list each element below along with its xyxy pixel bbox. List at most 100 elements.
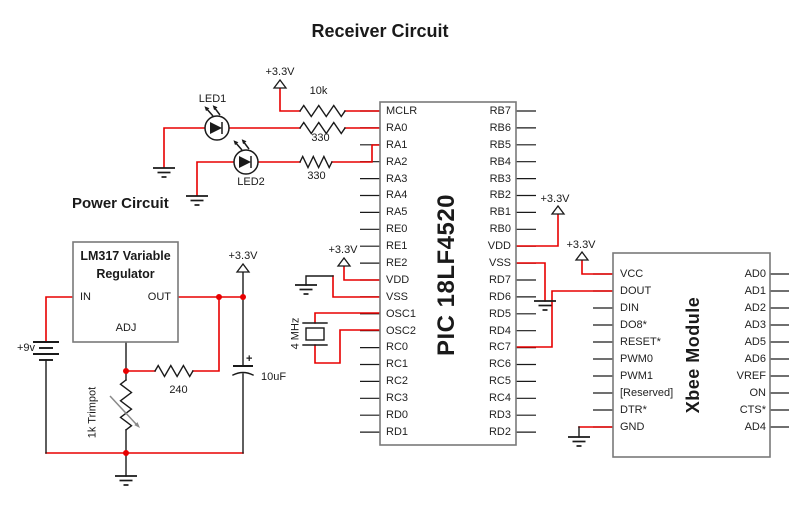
resistor-240-label: 240 [169,384,188,396]
crystal-label: 4 MHz [289,317,302,350]
power-circuit-heading: Power Circuit [72,195,169,212]
supply-label-pic-vdd-left: +3.3V [328,244,358,256]
pin-label: DIN [620,302,639,314]
trimpot-wiper-arrow [109,395,140,428]
pin-label: PWM0 [620,353,653,365]
pin-label: PWM1 [620,370,653,382]
pin-label: RC7 [488,341,511,354]
pin-label: AD1 [744,285,766,297]
supply-icon-mclr [273,79,287,89]
resistor-330-led2-symbol [299,154,333,170]
pin-label: DO8* [620,319,647,331]
pin-label: VDD [487,240,511,253]
pin-label: AD3 [744,319,766,331]
supply-icon-xbee-vcc [575,251,589,261]
junction-dot [240,294,246,300]
pin-label: RA0 [386,121,408,134]
supply-label-power-out: +3.3V [228,250,258,262]
pin-label: RB1 [489,206,511,219]
pin-label: RA3 [386,172,408,185]
pin-label: RD5 [488,307,511,320]
capacitor-label: 10uF [261,371,287,383]
pin-label: RE2 [386,257,408,270]
crystal-symbol [302,322,328,346]
supply-label-pic-vdd-right: +3.3V [540,193,570,205]
xbee-left-pin-stubs [593,273,613,428]
pin-label: RB4 [489,155,511,168]
pin-label: RESET* [620,336,661,348]
pin-label: RC0 [386,341,409,354]
pin-label: RD3 [488,409,511,422]
battery-label: +9v [17,342,36,354]
pin-label: AD5 [744,336,766,348]
supply-icon-pic-vdd-right [551,205,565,215]
pin-label: RA4 [386,189,408,202]
regulator-pin-adj: ADJ [115,322,137,334]
pin-label: GND [620,421,645,433]
ground-icon-xbee-gnd [567,436,591,447]
resistor-240-symbol [154,364,194,378]
pin-label: RE1 [386,240,408,253]
capacitor-symbol [232,365,254,376]
pin-label: AD4 [744,421,766,433]
pin-label: RC4 [488,392,511,405]
pin-label: RC5 [488,375,511,388]
ground-icon-power [114,475,138,486]
pin-label: MCLR [386,105,418,117]
pic-chip-body [379,101,517,446]
led1-label: LED1 [198,93,227,105]
ground-icon-led2 [185,195,209,206]
resistor-330-led2-label: 330 [307,170,326,182]
battery-symbol [33,341,59,361]
led2-label: LED2 [237,176,265,188]
pin-label: RD7 [488,273,511,286]
resistor-10k-label: 10k [309,85,328,97]
pin-label: RB0 [489,223,511,236]
junction-dot [123,450,129,456]
resistor-330-led1-symbol [299,121,346,135]
pin-label: RD4 [488,324,511,337]
pin-label: DTR* [620,404,647,416]
pin-label: VCC [620,268,644,280]
pin-label: VREF [736,370,766,382]
pin-label: OSC1 [386,307,416,320]
red-wires [45,87,614,454]
ground-icon-led1 [152,167,176,178]
page-title: Receiver Circuit [311,21,449,41]
pin-label: RC1 [386,358,409,371]
trimpot-label: 1k Trimpot [86,386,99,439]
pin-label: ON [749,387,767,399]
junction-dot [216,294,222,300]
pin-label: AD6 [744,353,766,365]
pin-label: [Reserved] [620,387,674,399]
supply-label-xbee-vcc: +3.3V [566,239,596,251]
pin-label: RD0 [386,409,409,422]
xbee-right-pin-stubs [770,273,789,428]
pin-label: VSS [386,290,409,303]
capacitor-polarity-label: + [246,353,253,365]
pin-label: VDD [386,273,410,286]
pin-label: RD2 [488,425,511,438]
supply-icon-power-out [236,263,250,273]
pin-label: AD0 [744,268,766,280]
pin-label: CTS* [739,404,766,416]
regulator-name-line2: Regulator [96,267,155,281]
trimpot-symbol [119,379,133,431]
led1-icon [203,104,230,141]
regulator-body [72,241,179,343]
led2-icon [232,138,259,175]
supply-label-mclr: +3.3V [265,66,295,78]
pic-right-pin-stubs [516,110,536,433]
pin-label: RB3 [489,172,511,185]
pin-label: RB6 [489,121,511,134]
pin-label: RD6 [488,290,511,303]
pin-label: RD1 [386,425,409,438]
pin-label: RC6 [488,358,511,371]
regulator-pin-in: IN [80,291,91,303]
pin-label: RA1 [386,138,408,151]
pic-left-pin-stubs [360,110,380,433]
junction-dot [123,368,129,374]
resistor-10k-symbol [299,104,346,118]
